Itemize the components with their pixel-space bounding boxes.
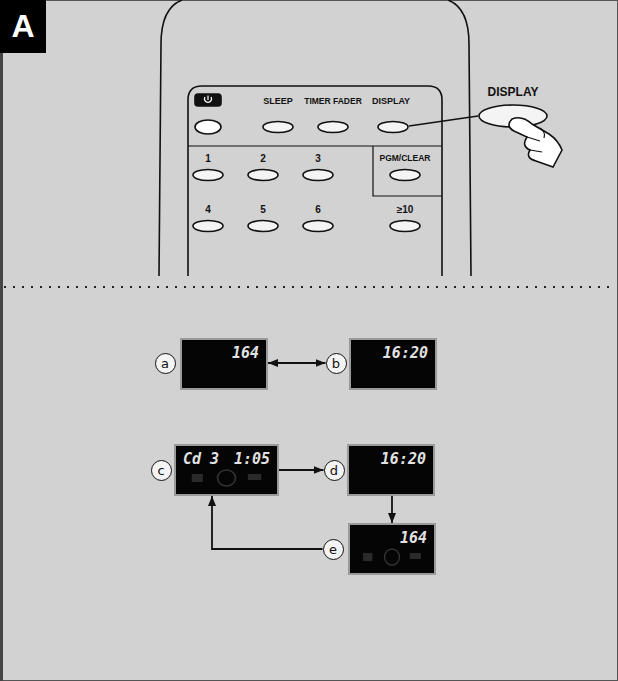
remote-control <box>159 0 471 276</box>
remote-button <box>248 221 278 232</box>
lcd-indicator <box>363 553 372 561</box>
step-letter: b <box>326 353 347 374</box>
button-label: 6 <box>315 205 321 215</box>
step-letter: e <box>323 539 344 560</box>
remote-outline <box>448 0 471 276</box>
step-letter-text: a <box>161 357 169 370</box>
hand-detail <box>527 128 545 152</box>
display-button-callout <box>479 105 562 167</box>
step-letter: d <box>324 460 345 481</box>
figure-letter-text: A <box>11 8 34 45</box>
callout-label: DISPLAY <box>488 86 539 98</box>
power-symbol <box>207 96 208 101</box>
step-letter-text: d <box>330 464 338 477</box>
lcd-readout: 164 <box>232 344 259 362</box>
flow-arrow <box>279 469 324 471</box>
remote-outline <box>159 0 182 276</box>
remote-button <box>390 170 420 181</box>
lcd-indicator <box>218 470 236 486</box>
lcd-indicator <box>350 545 434 573</box>
button-label: PGM/CLEAR <box>380 154 431 163</box>
remote-panel <box>188 86 442 276</box>
button-label: 2 <box>260 154 266 164</box>
lcd-readout: 16:20 <box>383 344 428 362</box>
leader-line <box>409 116 478 126</box>
flow-arrow <box>391 496 393 523</box>
lcd-display: 16:20 <box>349 338 437 390</box>
button-label: SLEEP <box>263 97 293 106</box>
remote-button <box>193 221 223 232</box>
flow-arrow <box>268 362 326 364</box>
pointing-hand <box>509 118 562 167</box>
dotted-separator <box>4 286 614 288</box>
lcd-indicator <box>410 553 421 559</box>
lcd-display: 164 <box>348 523 436 575</box>
remote-button <box>303 170 333 181</box>
remote-button <box>318 122 348 133</box>
remote-button <box>263 122 293 133</box>
lcd-display: 164 <box>180 338 268 390</box>
figure-letter: A <box>0 0 46 53</box>
remote-button <box>390 221 420 232</box>
lcd-indicator <box>176 466 277 494</box>
lcd-readout: Cd 3 <box>183 450 219 468</box>
button-label: 3 <box>315 154 321 164</box>
lcd-indicator <box>192 474 203 482</box>
step-letter: c <box>151 460 172 481</box>
step-letter-text: c <box>157 464 164 477</box>
button-label: 4 <box>205 205 211 215</box>
step-letter: a <box>155 353 176 374</box>
lcd-display: 16:20 <box>347 444 435 496</box>
lcd-indicator <box>248 474 261 480</box>
step-letter-text: b <box>332 357 340 370</box>
flow-arrow <box>212 496 323 549</box>
button-label: 1 <box>205 154 211 164</box>
button-label: 5 <box>260 205 266 215</box>
button-label: ≥10 <box>397 205 414 215</box>
remote-button <box>378 122 408 133</box>
power-button <box>195 120 221 134</box>
button-label: DISPLAY <box>372 97 410 106</box>
panel-divider <box>373 146 442 196</box>
step-letter-text: e <box>329 543 337 556</box>
power-badge <box>195 94 221 106</box>
lcd-readout: 1:05 <box>234 450 270 468</box>
remote-button <box>248 170 278 181</box>
remote-button <box>303 221 333 232</box>
remote-button <box>193 170 223 181</box>
lcd-indicator <box>385 549 400 565</box>
panel-divider <box>188 145 442 146</box>
button-label: TIMER FADER <box>304 97 362 106</box>
panel-edge <box>0 0 3 681</box>
lcd-display: Cd 3 1:05 <box>174 444 279 496</box>
lcd-readout: 16:20 <box>381 450 426 468</box>
lcd-readout: 164 <box>400 529 427 547</box>
